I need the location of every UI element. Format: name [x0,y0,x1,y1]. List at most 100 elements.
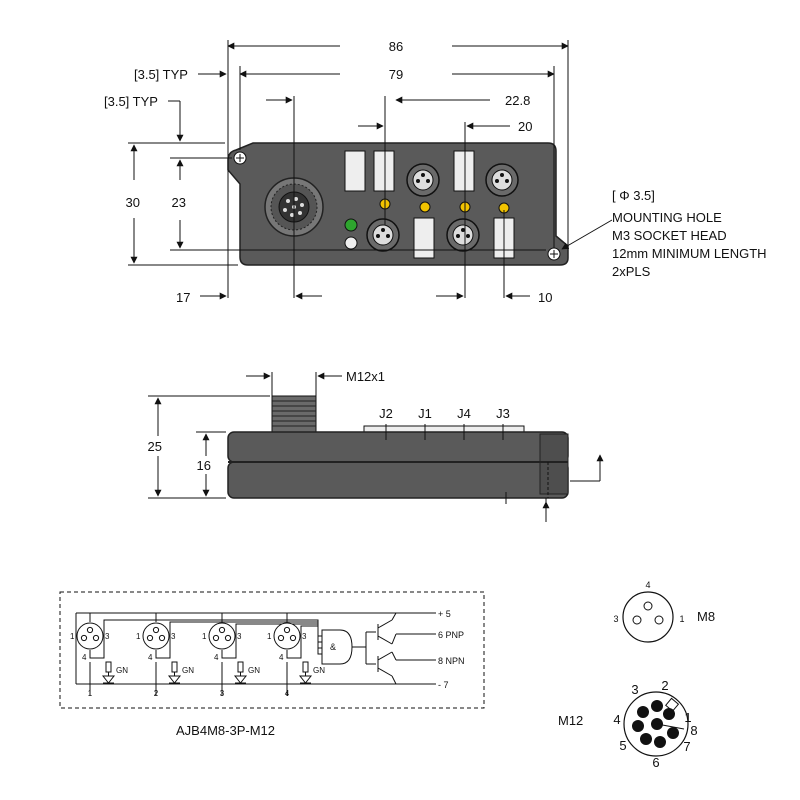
extension-lines [128,40,569,298]
mounting-note: [ Φ 3.5] MOUNTING HOLE M3 SOCKET HEAD 12… [612,188,767,279]
rail-label: 6 PNP [438,630,464,640]
dim-hole-height: 23 [172,195,186,210]
m8-pin-label: 3 [302,632,307,641]
mounting-note-line: [ Φ 3.5] [612,188,655,203]
connector-number: 4 [285,689,290,698]
m12-pin-label: 8 [690,723,697,738]
m8-symbol [208,622,236,650]
led-symbol [298,675,313,684]
m12-pin-label: 4 [613,712,620,727]
dim-port-pitch: 10 [538,290,552,305]
m12-pin-label: 1 [684,710,691,725]
dim-total-height: 25 [148,439,162,454]
resistor [105,661,112,673]
label-window [413,217,435,259]
m8-port [485,163,519,197]
m8-pin-label: 3 [237,632,242,641]
label-window [453,150,475,192]
m12-pin-label: 7 [683,739,690,754]
dim-typ-vertical: [3.5] TYP [104,94,158,109]
m12-pinout: 1 2 3 4 5 6 7 8 M12 [558,678,698,770]
dim-height: 30 [126,195,140,210]
dim-body-height: 16 [197,458,211,473]
connector-number: 3 [220,689,225,698]
m8-symbol [76,622,104,650]
m8-pin-label: 1 [70,632,75,641]
m8-pin-label: 1 [679,614,684,624]
thread-label: M12x1 [346,369,385,384]
resistor [302,661,309,673]
dim-port-offset-b: 20 [518,119,532,134]
side-view: J2 J1 J4 J3 M12x1 25 16 [148,369,604,522]
led-yellow [419,201,431,213]
m8-pin-label: 3 [613,614,618,624]
m8-port [446,218,480,252]
m12-pin-label: 2 [661,678,668,693]
m8-pin-label: 1 [267,632,272,641]
connector-number: 1 [88,689,93,698]
port-label: J1 [418,406,432,421]
dim-port-offset-a: 22.8 [505,93,530,108]
m8-pin-label: 4 [82,653,87,662]
connector-number: 2 [154,689,159,698]
m12-pin-label: 3 [631,682,638,697]
led-label: GN [248,666,260,675]
led-symbol [101,675,116,684]
m8-port [406,163,440,197]
label-window [373,150,395,192]
m8-pin-label: 4 [279,653,284,662]
m8-pin-label: 4 [148,653,153,662]
gate-label: & [330,642,336,652]
m8-pin-label: 1 [202,632,207,641]
led-symbol [167,675,182,684]
mounting-hole-left [233,151,247,165]
port-label: J3 [496,406,510,421]
m8-pinout: 4 3 1 M8 [613,580,715,643]
m8-pin-label: 3 [171,632,176,641]
dim-hole-spacing: 79 [389,67,403,82]
rail-label: - 7 [438,680,449,690]
led-label: GN [182,666,194,675]
port-label: J2 [379,406,393,421]
led-label: GN [313,666,325,675]
resistor [171,661,178,673]
label-window [344,150,366,192]
transistor-npn [365,647,397,685]
housing-side-lower [227,461,569,499]
and-gate [321,629,353,665]
m12-pin-label: 5 [619,738,626,753]
port-label: J4 [457,406,471,421]
led-green [344,218,358,232]
resistor [237,661,244,673]
m12-pin-label: 6 [652,755,659,770]
m8-pin-label: 3 [105,632,110,641]
housing-end [539,433,569,495]
m8-port [366,218,400,252]
led-symbol [233,675,248,684]
mounting-note-line: MOUNTING HOLE [612,210,722,225]
top-view: 86 79 [3.5] TYP [3.5] TYP 22.8 20 30 23 … [104,39,767,305]
m8-symbol [273,622,301,650]
housing-side-upper [227,431,569,463]
dim-typ-horizontal: [3.5] TYP [134,67,188,82]
m8-symbol [142,622,170,650]
transistor-pnp [365,612,397,647]
rail-label: + 5 [438,609,451,619]
mounting-note-line: 12mm MINIMUM LENGTH [612,246,767,261]
m8-pin-label: 1 [136,632,141,641]
m8-name: M8 [697,609,715,624]
schematic-frame [59,591,485,709]
led-label: GN [116,666,128,675]
m8-pin-label: 4 [645,580,650,590]
mounting-note-line: M3 SOCKET HEAD [612,228,727,243]
m8-pin-label: 4 [214,653,219,662]
m12-name: M12 [558,713,583,728]
dim-overall-width: 86 [389,39,403,54]
mounting-hole-right [547,247,561,261]
schematic-title: AJB4M8-3P-M12 [176,723,275,738]
